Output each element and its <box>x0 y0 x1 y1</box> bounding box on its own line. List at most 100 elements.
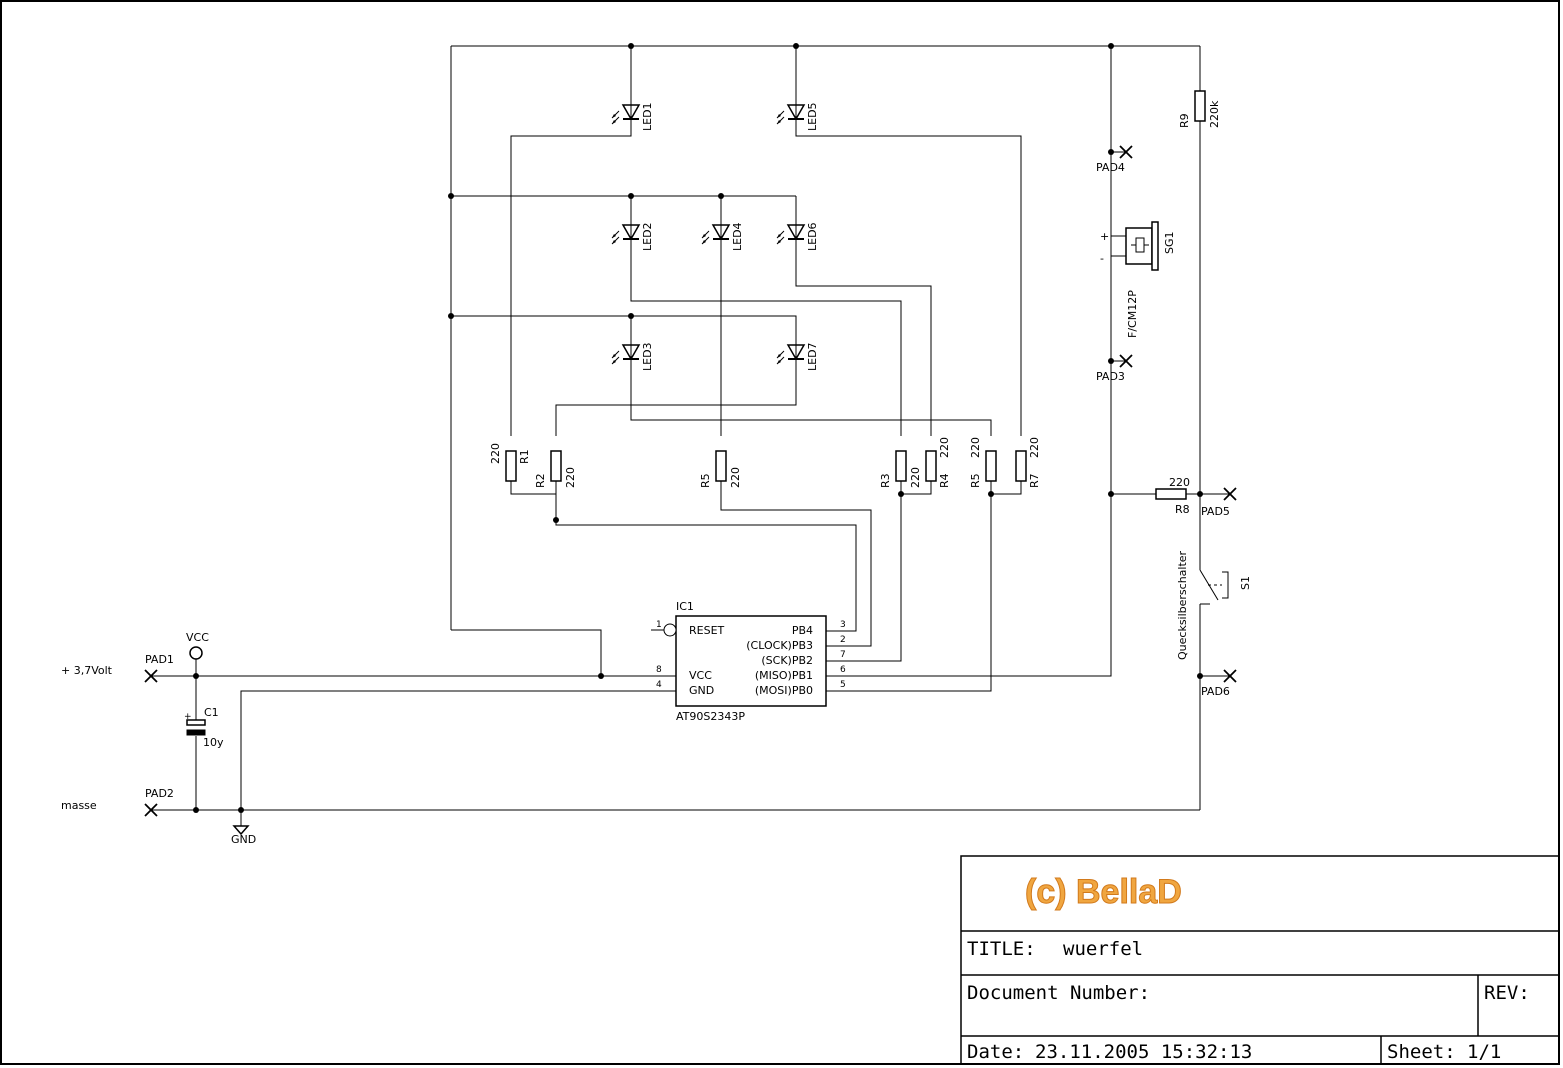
led-3: LED3 <box>611 340 654 371</box>
svg-text:LED6: LED6 <box>806 222 819 251</box>
pad1: PAD1 <box>144 653 174 683</box>
svg-text:LED1: LED1 <box>641 102 654 131</box>
svg-text:220: 220 <box>938 437 951 458</box>
svg-text:R5: R5 <box>969 473 982 488</box>
led-symbols: LED1 LED5 LED2 LED4 LED6 LED3 LED7 <box>611 100 819 371</box>
svg-text:220: 220 <box>489 443 502 464</box>
led-2: LED2 <box>611 220 654 251</box>
svg-text:R4: R4 <box>938 473 951 488</box>
led-5: LED5 <box>776 100 819 131</box>
svg-text:220: 220 <box>969 437 982 458</box>
svg-text:VCC: VCC <box>186 631 209 644</box>
led-7: LED7 <box>776 340 819 371</box>
svg-text:PAD2: PAD2 <box>145 787 174 800</box>
svg-text:LED7: LED7 <box>806 342 819 371</box>
ground-net-label: masse <box>61 799 97 812</box>
svg-text:220: 220 <box>1028 437 1041 458</box>
buzzer-sg1: + - SG1 F/CM12P <box>1100 221 1176 338</box>
svg-text:PAD5: PAD5 <box>1201 505 1230 518</box>
svg-text:220: 220 <box>729 467 742 488</box>
led-4: LED4 <box>701 220 744 251</box>
svg-text:LED2: LED2 <box>641 222 654 251</box>
svg-text:SG1: SG1 <box>1163 231 1176 254</box>
svg-text:+: + <box>1100 230 1109 243</box>
title-value: wuerfel <box>1063 938 1143 960</box>
svg-text:R3: R3 <box>879 473 892 488</box>
svg-text:220k: 220k <box>1208 100 1221 128</box>
pad6: PAD6 <box>1201 669 1237 698</box>
logo-text: (c) BellaD <box>1025 873 1182 911</box>
sheet-label: Sheet: <box>1387 1041 1456 1063</box>
led-1: LED1 <box>611 100 654 131</box>
title-label: TITLE: <box>967 938 1036 960</box>
svg-text:LED3: LED3 <box>641 342 654 371</box>
svg-text:C1: C1 <box>204 706 219 719</box>
svg-text:Quecksilberschalter: Quecksilberschalter <box>1176 550 1189 660</box>
svg-text:2: 2 <box>840 635 846 645</box>
svg-text:IC1: IC1 <box>676 600 694 613</box>
svg-text:(MISO)PB1: (MISO)PB1 <box>755 669 813 682</box>
resistor-r5a: R5 220 <box>699 450 742 488</box>
switch-s1: S1 Quecksilberschalter <box>1176 550 1252 660</box>
svg-text:R9: R9 <box>1178 113 1191 128</box>
svg-text:PAD4: PAD4 <box>1096 161 1125 174</box>
resistor-r9: R9 220k <box>1178 90 1221 128</box>
svg-text:S1: S1 <box>1239 576 1252 590</box>
svg-text:220: 220 <box>909 467 922 488</box>
led-6: LED6 <box>776 220 819 251</box>
svg-text:LED4: LED4 <box>731 222 744 251</box>
resistor-r1: 220 R1 <box>489 443 531 482</box>
svg-text:PB4: PB4 <box>792 624 813 637</box>
svg-text:5: 5 <box>840 680 846 690</box>
capacitor-c1: + C1 10y <box>184 706 224 749</box>
svg-text:(MOSI)PB0: (MOSI)PB0 <box>755 684 813 697</box>
svg-text:PAD3: PAD3 <box>1096 370 1125 383</box>
pads: PAD1 PAD2 PAD3 PAD4 PAD5 PAD6 <box>144 145 1237 817</box>
junctions <box>193 43 1203 813</box>
resistor-r3: R3 220 <box>879 450 922 488</box>
svg-text:4: 4 <box>656 680 662 690</box>
svg-text:GND: GND <box>689 684 714 697</box>
svg-text:3: 3 <box>840 620 846 630</box>
sheet-value: 1/1 <box>1467 1041 1501 1063</box>
gnd-symbol: GND <box>231 825 256 846</box>
wires <box>151 45 1230 826</box>
svg-text:220: 220 <box>564 467 577 488</box>
svg-text:R7: R7 <box>1028 473 1041 488</box>
svg-text:R2: R2 <box>534 473 547 488</box>
pad4: PAD4 <box>1096 145 1133 174</box>
svg-text:6: 6 <box>840 665 846 675</box>
svg-text:R5: R5 <box>699 473 712 488</box>
resistor-r4: R4 220 <box>925 437 951 488</box>
svg-text:LED5: LED5 <box>806 102 819 131</box>
svg-text:(CLOCK)PB3: (CLOCK)PB3 <box>746 639 813 652</box>
svg-text:220: 220 <box>1169 476 1190 489</box>
resistor-r2: R2 220 <box>534 450 577 488</box>
svg-text:PAD6: PAD6 <box>1201 685 1230 698</box>
pad3: PAD3 <box>1096 354 1133 383</box>
title-block <box>960 855 1560 1065</box>
svg-text:R8: R8 <box>1175 503 1190 516</box>
svg-text:10y: 10y <box>203 736 224 749</box>
svg-text:GND: GND <box>231 833 256 846</box>
svg-text:1: 1 <box>656 620 662 630</box>
svg-text:VCC: VCC <box>689 669 712 682</box>
ic1-at90s2343p: IC1 AT90S2343P RESET VCC GND 1 8 4 PB4 (… <box>656 600 856 723</box>
svg-text:8: 8 <box>656 665 662 675</box>
resistor-r5b: R5 220 <box>969 437 997 488</box>
vcc-symbol: VCC <box>186 631 209 660</box>
resistor-r7: R7 220 <box>1015 437 1041 488</box>
svg-text:F/CM12P: F/CM12P <box>1126 290 1139 338</box>
svg-text:AT90S2343P: AT90S2343P <box>676 710 745 723</box>
svg-text:7: 7 <box>840 650 846 660</box>
date-label: Date: <box>967 1041 1024 1063</box>
resistor-symbols: 220 R1 R2 220 R5 220 R3 220 R4 220 R5 22… <box>489 90 1221 516</box>
svg-text:+: + <box>184 712 192 722</box>
supply-label: + 3,7Volt <box>61 664 113 677</box>
pad2: PAD2 <box>144 787 174 817</box>
svg-text:RESET: RESET <box>689 624 725 637</box>
pad5: PAD5 <box>1201 487 1237 518</box>
svg-text:R1: R1 <box>518 449 531 464</box>
